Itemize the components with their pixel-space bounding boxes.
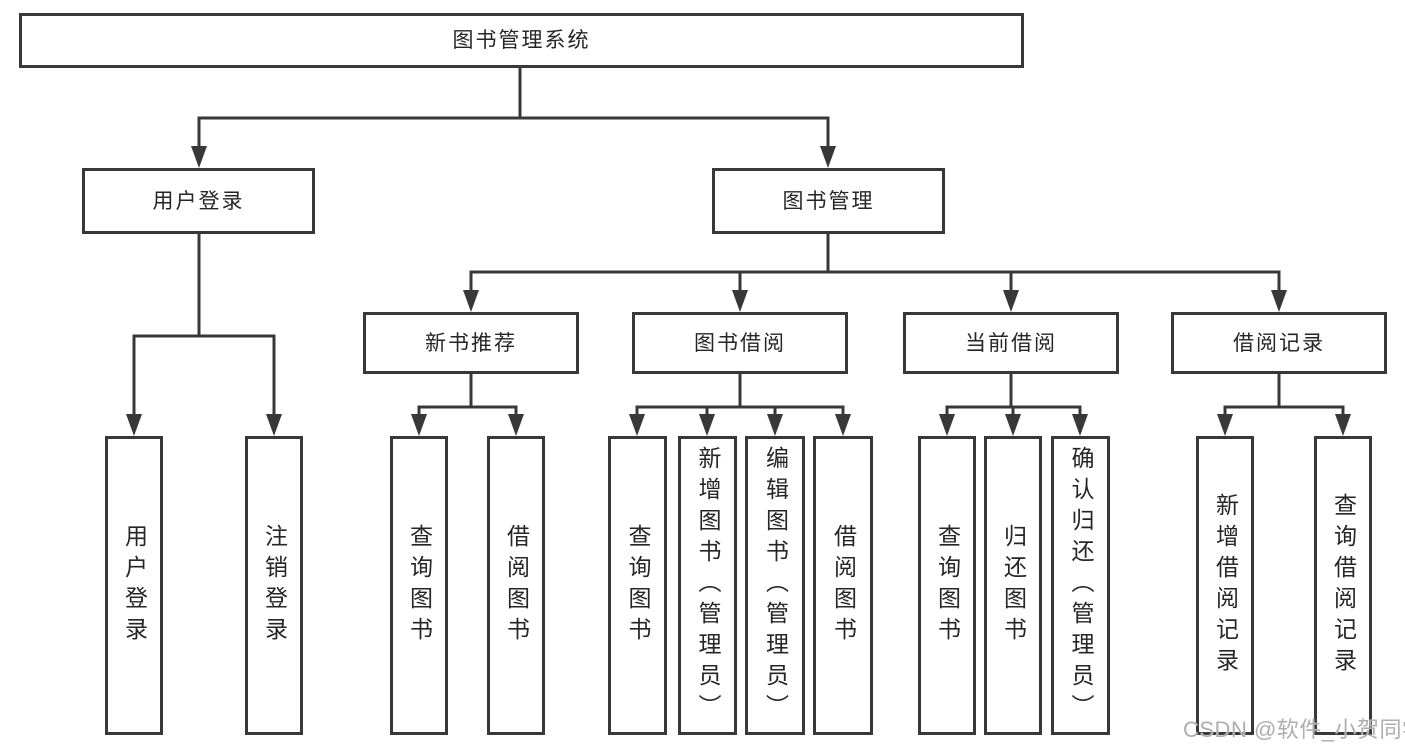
node-label: 注销登录	[261, 523, 288, 648]
node-label: 图书管理	[782, 189, 875, 213]
node-label: 查询借阅记录	[1330, 492, 1357, 679]
leaf-user-login: 用户登录	[105, 436, 163, 735]
node-label: 用户登录	[121, 523, 148, 648]
leaf-add-books-admin: 新增图书（管理员）	[678, 436, 737, 735]
node-label: 当前借阅	[965, 331, 1057, 355]
node-root-system: 图书管理系统	[19, 13, 1024, 68]
csdn-watermark: CSDN @软件_小贺同学	[1183, 717, 1405, 742]
leaf-recommend-borrow-books: 借阅图书	[487, 436, 545, 735]
node-label: 借阅记录	[1233, 331, 1325, 355]
node-label: 新增图书（管理员）	[695, 446, 721, 725]
node-label: 查询图书	[625, 523, 651, 648]
node-borrow-records: 借阅记录	[1171, 312, 1387, 374]
node-book-management: 图书管理	[712, 168, 945, 234]
leaf-recommend-query-books: 查询图书	[390, 436, 448, 735]
node-book-borrow: 图书借阅	[632, 312, 848, 374]
leaf-current-query-books: 查询图书	[918, 436, 976, 735]
leaf-logout: 注销登录	[245, 436, 303, 735]
leaf-add-borrow-record: 新增借阅记录	[1196, 436, 1254, 735]
leaf-confirm-return-admin: 确认归还（管理员）	[1051, 436, 1110, 735]
leaf-return-books: 归还图书	[984, 436, 1042, 735]
node-label: 编辑图书（管理员）	[762, 446, 789, 725]
node-new-book-recommend: 新书推荐	[363, 312, 579, 374]
node-label: 查询图书	[934, 523, 961, 648]
node-user-login: 用户登录	[82, 168, 315, 234]
node-label: 新书推荐	[425, 331, 517, 355]
node-label: 查询图书	[406, 523, 433, 648]
node-current-borrow: 当前借阅	[903, 312, 1119, 374]
leaf-query-borrow-record: 查询借阅记录	[1314, 436, 1372, 735]
node-label: 新增借阅记录	[1212, 492, 1239, 679]
node-label: 图书借阅	[694, 331, 786, 355]
node-label: 确认归还（管理员）	[1068, 446, 1094, 725]
leaf-borrow-books: 借阅图书	[813, 436, 873, 735]
node-label: 用户登录	[152, 189, 245, 213]
node-label: 借阅图书	[503, 523, 530, 648]
leaf-edit-books-admin: 编辑图书（管理员）	[745, 436, 805, 735]
node-label: 归还图书	[1000, 523, 1027, 648]
node-label: 借阅图书	[830, 523, 857, 648]
node-label: 图书管理系统	[452, 29, 591, 52]
leaf-borrow-query-books: 查询图书	[608, 436, 667, 735]
